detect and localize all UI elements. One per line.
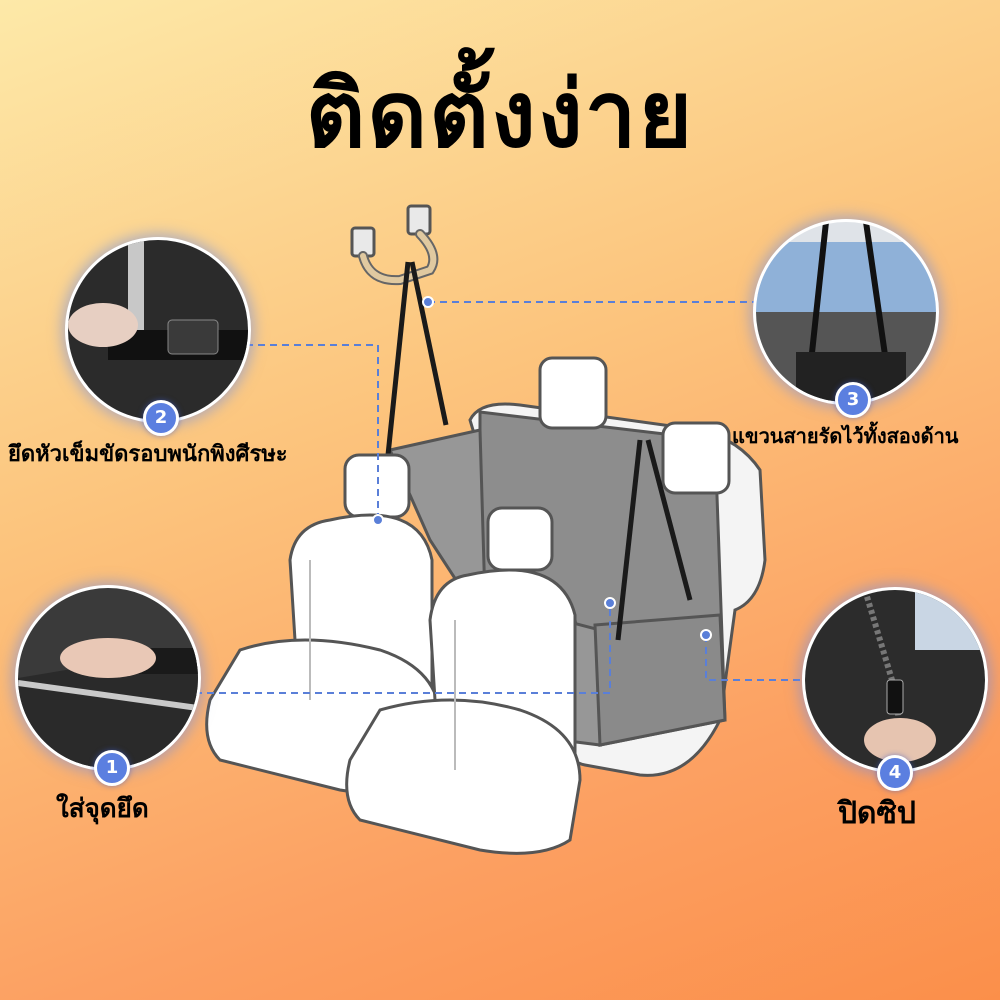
straps [385, 261, 693, 641]
front-seats [205, 453, 582, 855]
step-1-badge: 1 [94, 750, 130, 786]
step-2-badge: 2 [143, 400, 179, 436]
step-1-label: ใส่จุดยึด [56, 794, 149, 824]
strap-hang-icon [756, 222, 936, 402]
rear-bench [387, 356, 767, 777]
page-title: ติดตั้งง่าย [305, 61, 695, 168]
step-3-label: แขวนสายรัดไว้ทั้งสองด้าน [732, 424, 959, 448]
step-3-badge: 3 [835, 382, 871, 418]
step-3-photo [756, 222, 936, 402]
step-2-label: ยึดหัวเข็มขัดรอบพนักพิงศีรษะ [8, 442, 288, 467]
headrest-hooks-icon [350, 204, 439, 286]
step-4-label: ปิดซิป [838, 796, 916, 831]
step-2-photo [68, 240, 248, 420]
seat-anchor-icon [18, 588, 198, 768]
step-4-badge: 4 [877, 755, 913, 791]
headrest-buckle-icon [68, 240, 248, 420]
step-4-photo [805, 590, 985, 770]
zipper-icon [805, 590, 985, 770]
step-1-photo [18, 588, 198, 768]
